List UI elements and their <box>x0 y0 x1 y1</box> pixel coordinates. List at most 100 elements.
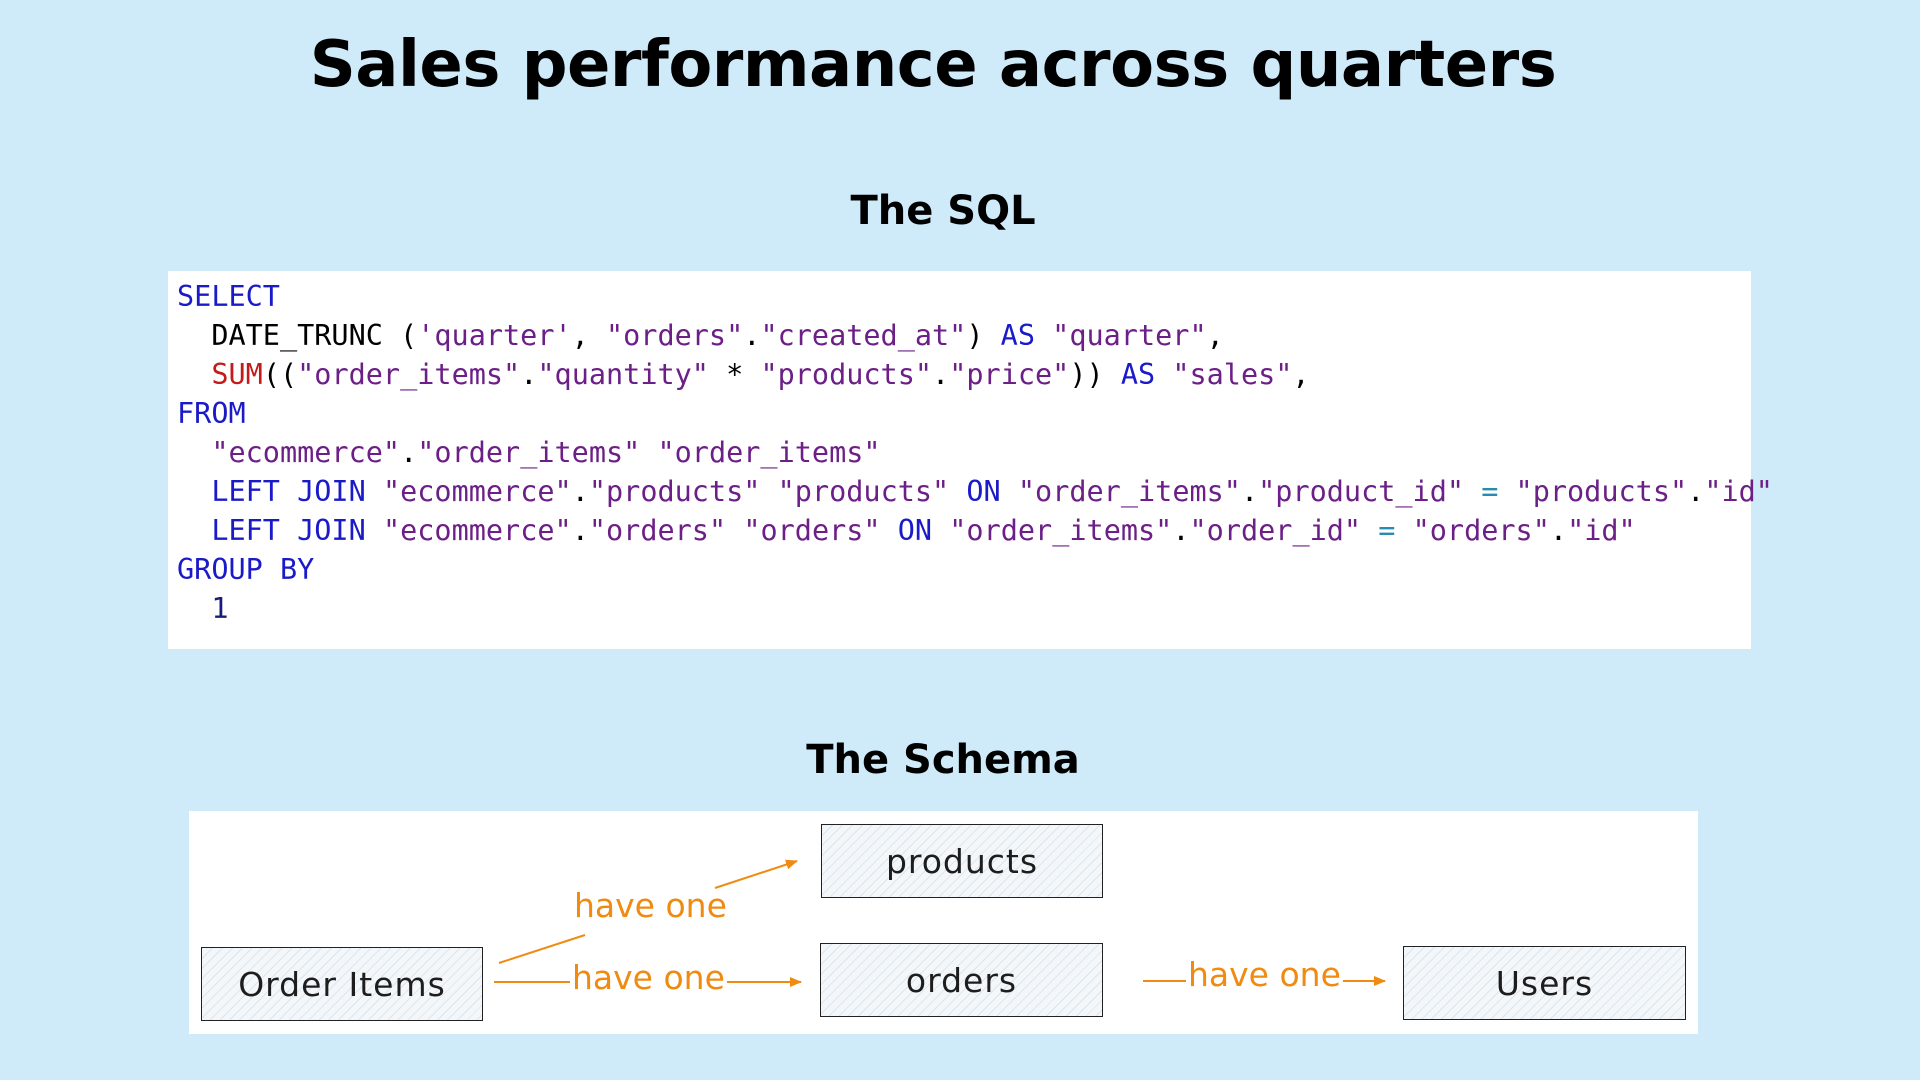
sql-code: SELECT DATE_TRUNC ('quarter', "orders"."… <box>177 277 1773 628</box>
sql-text: . <box>400 436 418 469</box>
schema-diagram: products orders Order Items Users have o… <box>189 811 1698 1034</box>
sql-string: "quantity" <box>537 358 709 391</box>
sql-text <box>1395 514 1412 547</box>
sql-line: DATE_TRUNC ('quarter', "orders"."created… <box>177 316 1773 355</box>
sql-keyword: SELECT <box>177 280 280 313</box>
sql-text <box>1361 514 1378 547</box>
sql-function: SUM <box>211 358 263 391</box>
sql-string: "order_items" <box>657 436 881 469</box>
sql-line: SELECT <box>177 277 1773 316</box>
sql-text: . <box>520 358 538 391</box>
sql-text: . <box>932 358 950 391</box>
sql-code-panel: SELECT DATE_TRUNC ('quarter', "orders"."… <box>168 271 1773 649</box>
sql-keyword: AS <box>1000 319 1035 352</box>
sql-text <box>177 436 211 469</box>
sql-text: . <box>571 514 589 547</box>
sql-text <box>949 475 966 508</box>
sql-string: "order_items" <box>297 358 521 391</box>
sql-line: FROM <box>177 394 1773 433</box>
sql-heading: The SQL <box>850 188 1036 234</box>
sql-number: 1 <box>211 592 229 625</box>
sql-string: "sales" <box>1172 358 1293 391</box>
entity-products: products <box>821 824 1103 898</box>
sql-string: 'quarter' <box>417 319 572 352</box>
sql-string: "orders" <box>588 514 727 547</box>
sql-text <box>1035 319 1052 352</box>
sql-string: "products" <box>1515 475 1688 508</box>
sql-string: "products" <box>588 475 761 508</box>
sql-text: * <box>708 358 761 391</box>
entity-order-items: Order Items <box>201 947 483 1021</box>
sql-string: "products" <box>777 475 950 508</box>
entity-users: Users <box>1403 946 1686 1020</box>
sql-string: "order_items" <box>417 436 641 469</box>
sql-text: (( <box>262 358 298 391</box>
sql-text: )) <box>1069 358 1121 391</box>
sql-text: ) <box>966 319 1001 352</box>
sql-text: , <box>1292 358 1310 391</box>
schema-heading: The Schema <box>806 737 1080 783</box>
sql-text: DATE_TRUNC ( <box>177 319 418 352</box>
sql-text <box>177 475 211 508</box>
sql-text: . <box>1687 475 1705 508</box>
sql-string: "product_id" <box>1258 475 1465 508</box>
sql-keyword: LEFT JOIN <box>211 514 366 547</box>
sql-text <box>1001 475 1018 508</box>
sql-string: "ecommerce" <box>382 514 572 547</box>
sql-string: "products" <box>760 358 933 391</box>
sql-string: "id" <box>1567 514 1636 547</box>
sql-text: , <box>571 319 606 352</box>
sql-text <box>177 592 211 625</box>
sql-keyword: ON <box>966 475 1001 508</box>
sql-line: LEFT JOIN "ecommerce"."products" "produc… <box>177 472 1773 511</box>
sql-text: , <box>1206 319 1224 352</box>
sql-keyword: FROM <box>177 397 246 430</box>
sql-string: "ecommerce" <box>382 475 572 508</box>
sql-keyword: LEFT JOIN <box>211 475 366 508</box>
relation-label-orders-users: have one <box>1186 955 1343 995</box>
sql-text <box>932 514 949 547</box>
sql-text <box>1498 475 1515 508</box>
sql-string: "orders" <box>743 514 881 547</box>
sql-text <box>881 514 898 547</box>
sql-string: "created_at" <box>760 319 967 352</box>
sql-text: . <box>1549 514 1568 547</box>
page-title: Sales performance across quarters <box>309 28 1557 102</box>
sql-text: . <box>743 319 761 352</box>
sql-line: SUM(("order_items"."quantity" * "product… <box>177 355 1773 394</box>
sql-text: . <box>1240 475 1259 508</box>
sql-text <box>177 514 211 547</box>
sql-keyword: GROUP BY <box>177 553 315 586</box>
arrow-items-to-products-head <box>714 859 798 889</box>
sql-string: "quarter" <box>1052 319 1207 352</box>
sql-line: GROUP BY <box>177 550 1773 589</box>
sql-operator: = <box>1481 475 1499 508</box>
sql-text <box>1464 475 1481 508</box>
sql-line: "ecommerce"."order_items" "order_items" <box>177 433 1773 472</box>
sql-string: "id" <box>1704 475 1773 508</box>
sql-text <box>1155 358 1172 391</box>
sql-keyword: ON <box>897 514 933 547</box>
sql-line: 1 <box>177 589 1773 628</box>
sql-text <box>177 358 211 391</box>
sql-string: "orders" <box>1412 514 1550 547</box>
sql-text <box>640 436 657 469</box>
sql-string: "orders" <box>605 319 744 352</box>
sql-text <box>366 514 383 547</box>
entity-orders: orders <box>820 943 1103 1017</box>
sql-string: "order_items" <box>949 514 1173 547</box>
relation-label-items-orders: have one <box>570 958 727 998</box>
sql-line: LEFT JOIN "ecommerce"."orders" "orders" … <box>177 511 1773 550</box>
sql-string: "order_id" <box>1189 514 1362 547</box>
sql-string: "order_items" <box>1017 475 1241 508</box>
sql-keyword: AS <box>1120 358 1156 391</box>
sql-text <box>760 475 777 508</box>
relation-label-items-products: have one <box>574 886 727 925</box>
sql-string: "price" <box>949 358 1070 391</box>
sql-text <box>366 475 383 508</box>
arrow-items-to-products-tail <box>498 934 586 964</box>
sql-text <box>726 514 743 547</box>
sql-operator: = <box>1378 514 1396 547</box>
sql-text: . <box>571 475 589 508</box>
sql-text: . <box>1172 514 1190 547</box>
